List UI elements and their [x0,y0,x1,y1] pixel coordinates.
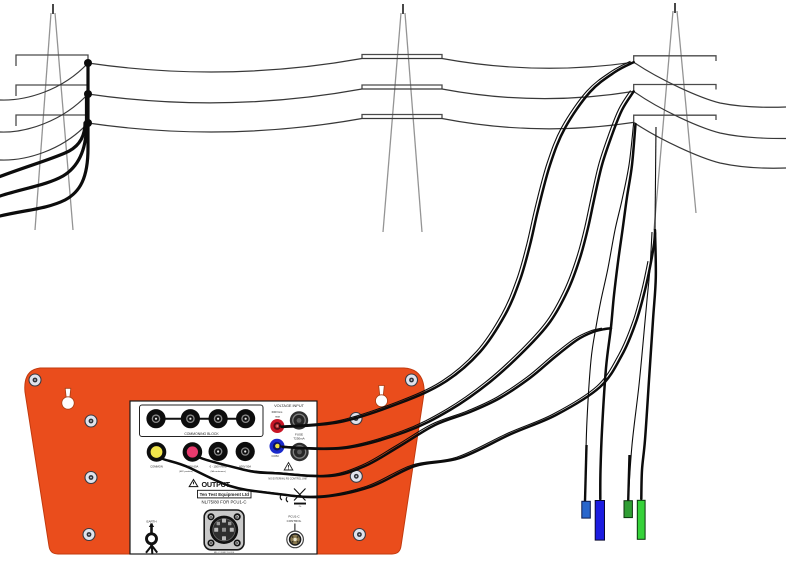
svg-text:EARTH: EARTH [146,520,156,524]
svg-text:600V 50A: 600V 50A [239,465,251,469]
svg-text:FUSE: FUSE [295,433,303,437]
svg-text:NO EXTERNAL RS CONTROL UNIT: NO EXTERNAL RS CONTROL UNIT [268,478,308,481]
svg-text:MIL-C 26482 16-26S: MIL-C 26482 16-26S [214,552,235,554]
svg-text:COMMONING BLOCK: COMMONING BLOCK [184,432,219,436]
svg-text:NL/75/80 FOR PCU1-C: NL/75/80 FOR PCU1-C [202,499,247,504]
svg-text:0 - 150V RMS: 0 - 150V RMS [210,465,227,469]
svg-text:(5A continuous): (5A continuous) [210,470,225,473]
svg-text:600V 60A: 600V 60A [186,465,198,469]
svg-text:PCU1-C: PCU1-C [288,515,300,519]
svg-text:Pb: Pb [299,506,302,508]
svg-text:max: max [275,415,281,418]
svg-text:(M/C position): (M/C position) [179,470,193,473]
svg-text:T250mA: T250mA [293,437,304,441]
svg-text:COM: COM [272,454,280,458]
svg-text:VOLTAGE INPUT: VOLTAGE INPUT [274,404,304,408]
svg-text:OUTPUT: OUTPUT [202,480,231,489]
svg-text:COMMON: COMMON [150,465,163,469]
svg-text:600Vrms: 600Vrms [272,410,283,414]
svg-text:Ten Test Equipment Ltd: Ten Test Equipment Ltd [200,492,250,497]
svg-text:CONTROL: CONTROL [287,519,302,523]
